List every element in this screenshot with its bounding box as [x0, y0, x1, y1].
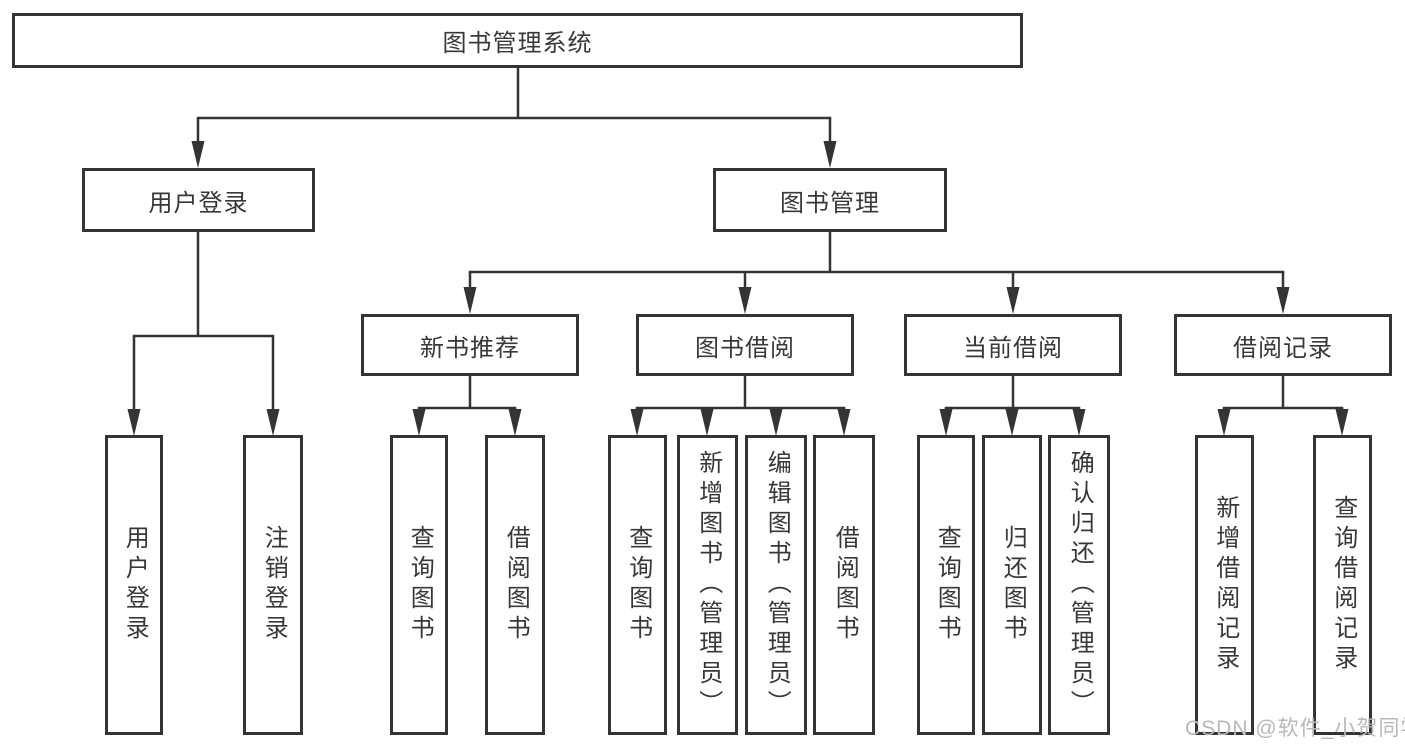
connector-root-to-level2 [196, 66, 832, 142]
connector-new-book-recommend-to-leaves [417, 376, 517, 411]
leaf-query-books-3: 查询图书 [917, 435, 975, 735]
leaf-query-books-1: 查询图书 [390, 435, 448, 735]
node-book-management: 图书管理 [713, 168, 947, 232]
node-root: 图书管理系统 [12, 13, 1023, 68]
node-new-book-recommend: 新书推荐 [361, 314, 579, 376]
leaf-add-book-admin: 新增图书（管理员） [677, 435, 738, 735]
connector-book-management-to-level3 [468, 232, 1285, 289]
node-user-login: 用户登录 [82, 168, 315, 232]
connector-borrowing-records-to-leaves [1222, 376, 1344, 411]
leaf-confirm-return-admin: 确认归还（管理员） [1048, 435, 1110, 735]
node-book-borrowing: 图书借阅 [636, 314, 854, 376]
leaf-user-login: 用户登录 [105, 435, 163, 735]
leaf-edit-book-admin: 编辑图书（管理员） [745, 435, 807, 735]
leaf-borrow-books-2: 借阅图书 [813, 435, 875, 735]
leaf-query-books-2: 查询图书 [608, 435, 667, 735]
node-borrowing-records: 借阅记录 [1174, 314, 1392, 376]
leaf-return-books: 归还图书 [982, 435, 1042, 735]
arrowheads [127, 141, 1349, 436]
leaf-borrow-books-1: 借阅图书 [485, 435, 545, 735]
leaf-query-borrow-record: 查询借阅记录 [1313, 435, 1372, 735]
watermark: CSDN @软件_小贺同学 [1185, 717, 1405, 740]
connector-current-borrowing-to-leaves [944, 376, 1081, 411]
connector-book-borrowing-to-leaves [635, 376, 846, 411]
node-current-borrowing: 当前借阅 [904, 314, 1122, 376]
leaf-add-borrow-record: 新增借阅记录 [1195, 435, 1254, 735]
connector-user-login-to-leaves [132, 232, 275, 411]
leaf-logout: 注销登录 [243, 435, 303, 735]
